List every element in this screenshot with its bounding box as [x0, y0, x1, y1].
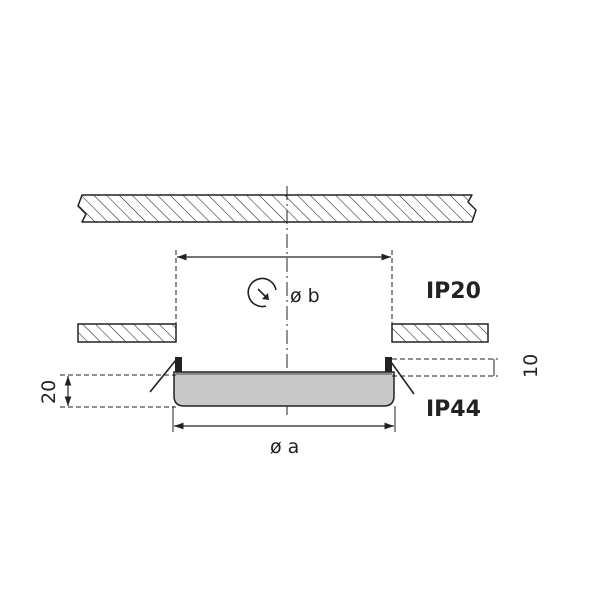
height-total-label: 20	[38, 380, 60, 404]
clip-right	[385, 357, 415, 395]
fixture-body	[173, 371, 395, 407]
diameter-b-label: ø b	[290, 285, 320, 307]
ip20-label: IP20	[426, 279, 481, 304]
clip-left	[149, 357, 182, 393]
diameter-a-label: ø a	[270, 436, 299, 458]
rotation-arrow-icon	[247, 277, 277, 308]
ip44-label: IP44	[426, 397, 481, 422]
ceiling-panel-left	[77, 323, 177, 343]
ceiling-panel-right	[391, 323, 489, 343]
upper-ceiling-slab	[77, 194, 477, 223]
height-recess-label: 10	[520, 354, 542, 378]
